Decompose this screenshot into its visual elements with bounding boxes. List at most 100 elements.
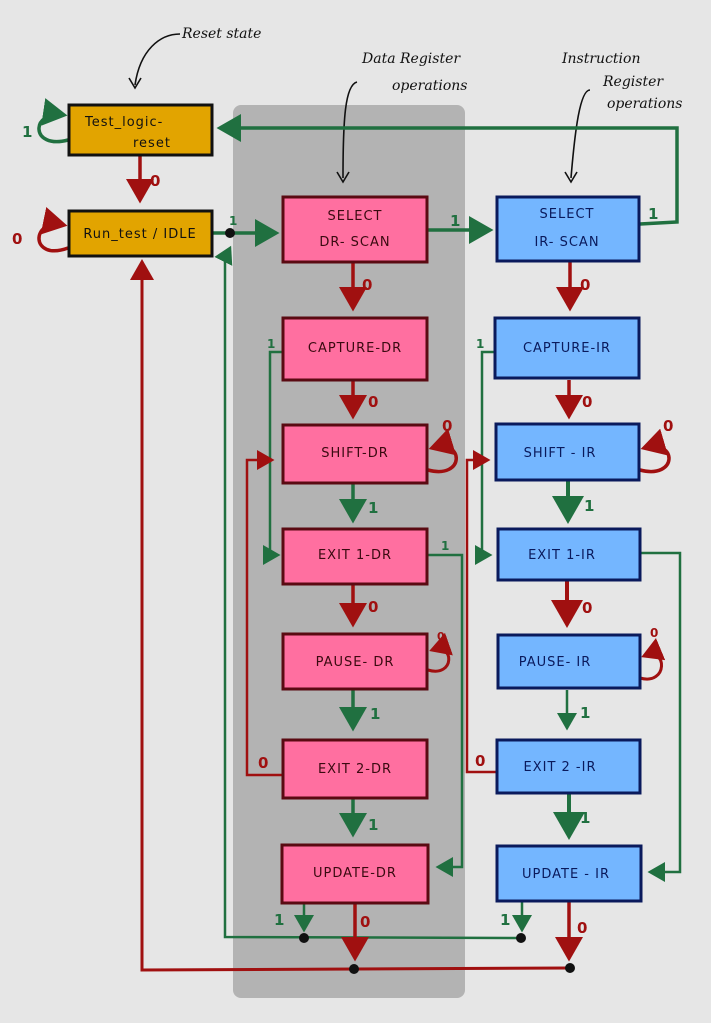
edge-idle-self xyxy=(37,207,69,253)
edge-label: 1 xyxy=(267,337,275,351)
edge-label: 1 xyxy=(22,123,32,141)
annotation-instruction-register-line2: Register xyxy=(602,74,664,90)
state-shift-ir[interactable]: SHIFT - IR xyxy=(494,422,641,482)
edge-label: 1 xyxy=(274,911,284,929)
state-label: CAPTURE-IR xyxy=(523,341,611,356)
edge-shift-dr-self xyxy=(427,428,458,474)
state-label: PAUSE- DR xyxy=(316,655,395,670)
edge-update-0-bus-to-idle xyxy=(130,259,570,972)
state-update-ir[interactable]: UPDATE - IR xyxy=(495,844,643,903)
state-label: EXIT 2 -IR xyxy=(524,760,597,775)
edge-label: 1 xyxy=(580,704,590,722)
state-exit2-dr[interactable]: EXIT 2-DR xyxy=(281,738,429,800)
state-label: UPDATE-DR xyxy=(313,866,397,881)
junction-dot xyxy=(299,933,309,943)
state-run-test-idle[interactable]: Run_test / IDLE xyxy=(67,209,214,258)
junction-dot xyxy=(516,933,526,943)
state-exit1-ir[interactable]: EXIT 1-IR xyxy=(496,527,642,582)
state-shift-dr[interactable]: SHIFT-DR xyxy=(281,423,429,485)
state-label: PAUSE- IR xyxy=(519,655,592,670)
edge-label: 1 xyxy=(229,214,237,228)
edge-label: 0 xyxy=(368,598,378,616)
annotation-instruction-register: Instruction Register operations xyxy=(561,51,682,184)
state-label: IR- SCAN xyxy=(534,235,599,250)
edge-capture-ir-to-exit1-ir xyxy=(475,350,495,565)
annotation-reset-state-text: Reset state xyxy=(181,26,261,42)
annotation-arrowhead-icon xyxy=(128,77,142,90)
edge-label: 1 xyxy=(580,809,590,827)
edge-tlr-self xyxy=(37,98,69,144)
state-pause-ir[interactable]: PAUSE- IR xyxy=(496,633,642,690)
annotation-arrowhead-icon xyxy=(564,171,578,184)
edge-label: 0 xyxy=(650,626,658,640)
edge-label: 0 xyxy=(475,752,485,770)
state-update-dr[interactable]: UPDATE-DR xyxy=(280,843,430,905)
annotation-arrow xyxy=(570,89,591,179)
state-label: EXIT 2-DR xyxy=(318,762,392,777)
edge-label: 1 xyxy=(368,816,378,834)
edge-label: 0 xyxy=(582,599,592,617)
edge-label: 0 xyxy=(442,417,452,435)
edge-label: 0 xyxy=(150,172,160,190)
edge-select-ir-to-tlr xyxy=(216,114,679,226)
state-label: EXIT 1-IR xyxy=(528,548,596,563)
edge-label: 1 xyxy=(648,205,658,223)
state-label: UPDATE - IR xyxy=(522,867,610,882)
edge-label: 0 xyxy=(577,919,587,937)
edge-label: 0 xyxy=(12,230,22,248)
annotation-reset-state: Reset state xyxy=(128,26,261,90)
edge-label: 0 xyxy=(580,276,590,294)
edge-shift-ir-self xyxy=(639,428,671,474)
state-test-logic-reset[interactable]: Test_logic- reset xyxy=(67,103,214,157)
state-select-ir-scan[interactable]: SELECT IR- SCAN xyxy=(495,195,641,263)
edge-update-1-bus-to-idle xyxy=(214,245,523,940)
state-label: SHIFT - IR xyxy=(524,446,597,461)
edge-exit1-dr-to-update-dr xyxy=(428,553,464,877)
state-capture-dr[interactable]: CAPTURE-DR xyxy=(281,316,429,382)
state-pause-dr[interactable]: PAUSE- DR xyxy=(281,632,429,691)
state-capture-ir[interactable]: CAPTURE-IR xyxy=(493,316,641,380)
edge-label: 0 xyxy=(437,630,445,643)
state-exit1-dr[interactable]: EXIT 1-DR xyxy=(281,527,429,586)
edge-pause-dr-self xyxy=(427,632,453,673)
annotation-instruction-register-line1: Instruction xyxy=(561,51,640,67)
annotation-arrow xyxy=(342,81,358,179)
edge-label: 0 xyxy=(368,393,378,411)
edge-label: 1 xyxy=(500,911,510,929)
annotation-data-register-line2: operations xyxy=(392,78,467,94)
edge-label: 0 xyxy=(362,276,372,294)
state-label: Test_logic- xyxy=(84,115,163,130)
edge-label: 0 xyxy=(663,417,673,435)
annotation-arrow xyxy=(134,33,181,86)
state-label: Run_test / IDLE xyxy=(83,227,196,242)
edge-label: 0 xyxy=(360,913,370,931)
state-select-dr-scan[interactable]: SELECT DR- SCAN xyxy=(281,195,429,264)
state-label: SHIFT-DR xyxy=(321,446,389,461)
edge-exit1-ir-to-update-ir xyxy=(640,551,682,882)
state-label: SELECT xyxy=(540,207,595,222)
edge-label: 0 xyxy=(258,754,268,772)
edge-label: 1 xyxy=(450,212,460,230)
edge-label: 1 xyxy=(476,337,484,351)
state-label: CAPTURE-DR xyxy=(308,341,402,356)
edge-exit2-ir-to-shift-ir xyxy=(465,450,497,774)
state-exit2-ir[interactable]: EXIT 2 -IR xyxy=(495,738,642,795)
edge-label: 1 xyxy=(370,705,380,723)
edge-exit2-dr-to-shift-dr xyxy=(245,450,283,777)
junction-dot xyxy=(225,228,235,238)
edge-label: 1 xyxy=(368,499,378,517)
state-label: DR- SCAN xyxy=(319,235,390,250)
annotation-data-register: Data Register operations xyxy=(336,51,467,184)
annotation-instruction-register-line3: operations xyxy=(607,96,682,112)
state-label: SELECT xyxy=(328,209,383,224)
state-label: EXIT 1-DR xyxy=(318,548,392,563)
edge-pause-ir-self xyxy=(639,638,666,681)
junction-dot xyxy=(565,963,575,973)
annotation-data-register-line1: Data Register xyxy=(361,51,461,67)
edge-label: 1 xyxy=(441,539,449,553)
annotation-arrowhead-icon xyxy=(336,171,350,184)
junction-dot xyxy=(349,964,359,974)
edge-label: 1 xyxy=(584,497,594,515)
state-label: reset xyxy=(133,136,171,151)
